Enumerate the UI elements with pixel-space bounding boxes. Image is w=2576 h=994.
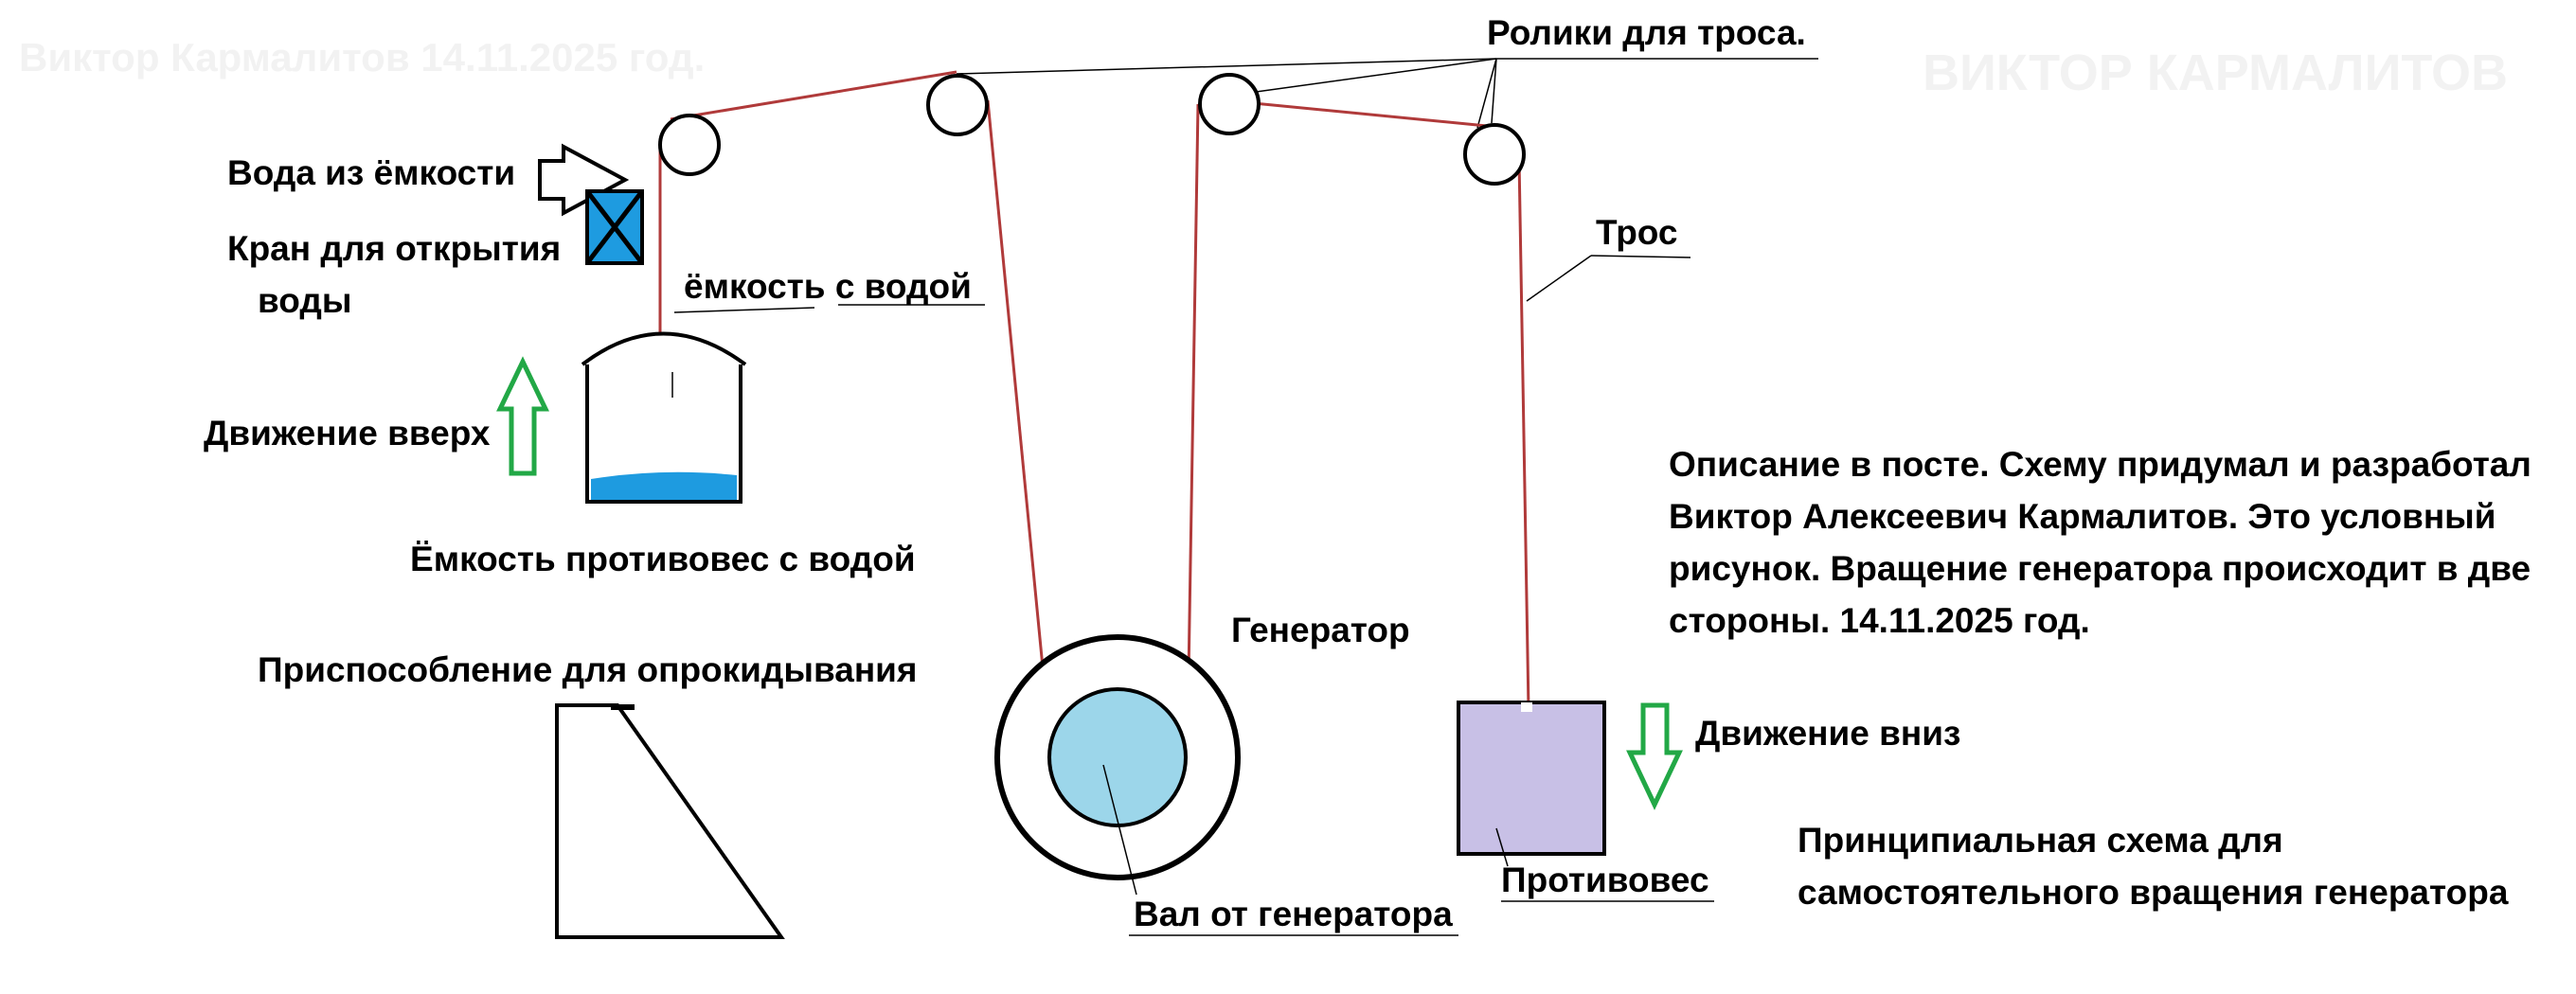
label-counterweight: Противовес (1501, 861, 1709, 899)
pulley-4 (1463, 123, 1526, 186)
pulley-1 (658, 114, 721, 176)
arrow-down-icon (1626, 702, 1683, 810)
pulleys (658, 73, 1526, 186)
caption-line: Принципиальная схема для (1798, 821, 2283, 860)
label-pulleys: Ролики для троса. (1487, 13, 1806, 52)
tank-leader-lines (673, 304, 985, 313)
caption-block: Принципиальная схема для самостоятельног… (1798, 821, 2509, 912)
label-tipping-device: Приспособление для опрокидывания (258, 650, 918, 689)
pulley-3 (1198, 73, 1261, 135)
shaft-leader-lines (1102, 764, 1458, 936)
description-block: Описание в посте. Схему придумал и разра… (1669, 445, 2531, 640)
description-line: рисунок. Вращение генератора происходит … (1669, 549, 2531, 588)
description-line: Виктор Алексеевич Кармалитов. Это условн… (1669, 497, 2496, 536)
label-generator-shaft: Вал от генератора (1134, 895, 1453, 933)
counterweight-leader-lines (1495, 827, 1714, 902)
pulleys-leader-lines (956, 58, 1818, 129)
pulley-2 (926, 74, 989, 136)
label-generator: Генератор (1231, 611, 1410, 649)
generator-shaft (1047, 687, 1188, 827)
watermark-left: Виктор Кармалитов 14.11.2025 год. (19, 35, 705, 80)
description-line: Описание в посте. Схему придумал и разра… (1669, 445, 2531, 484)
label-valve-line2: воды (258, 281, 351, 320)
label-movement-up: Движение вверх (204, 414, 491, 453)
cable (658, 70, 1530, 756)
watermark-right: ВИКТОР КАРМАЛИТОВ (1923, 44, 2508, 101)
tipping-device (555, 703, 785, 939)
valve-icon (585, 189, 644, 265)
label-tank-with-water: ёмкость с водой (684, 267, 972, 306)
label-movement-down: Движение вниз (1695, 714, 1960, 753)
arrow-up-icon (496, 356, 549, 476)
label-cable: Трос (1596, 213, 1677, 252)
counterweight (1457, 701, 1606, 856)
label-valve-line1: Кран для открытия (227, 229, 561, 268)
counterweight-tank (581, 331, 747, 504)
caption-line: самостоятельного вращения генератора (1798, 873, 2509, 912)
generator (994, 634, 1241, 880)
description-line: стороны. 14.11.2025 год. (1669, 601, 2090, 640)
label-counterweight-tank: Ёмкость противовес с водой (410, 540, 916, 578)
cable-leader-lines (1526, 255, 1691, 302)
label-water-from-tank: Вода из ёмкости (227, 153, 515, 192)
